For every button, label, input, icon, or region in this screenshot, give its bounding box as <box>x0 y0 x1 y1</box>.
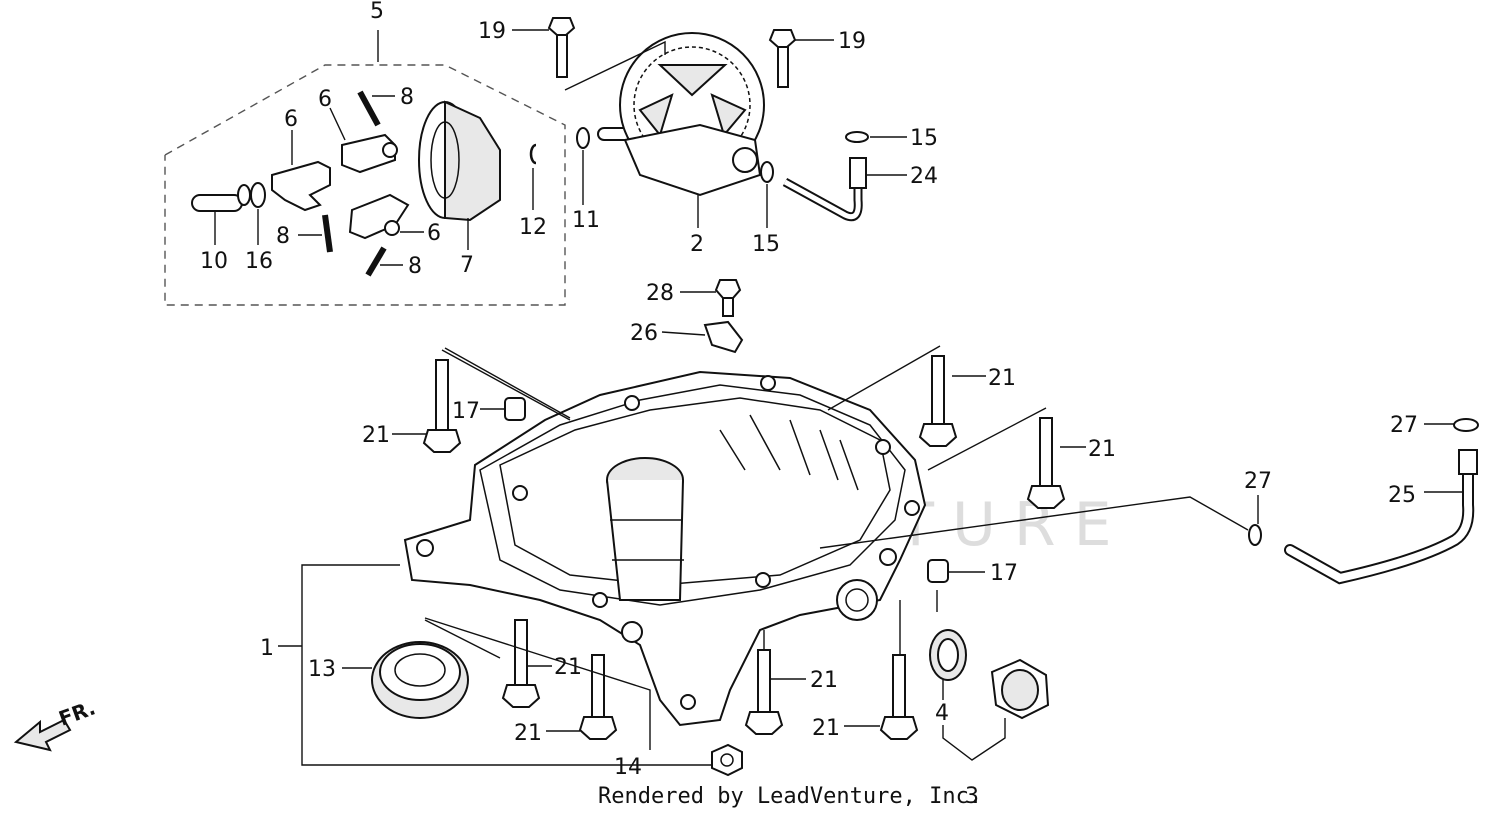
callout-21d: 21 <box>554 655 582 680</box>
callout-6a: 6 <box>318 87 332 112</box>
bolt-part-21c <box>1026 417 1086 509</box>
clip-part-27a <box>1424 418 1479 432</box>
callout-21f: 21 <box>810 668 838 693</box>
callout-4: 4 <box>935 701 949 726</box>
bolt-part-21f <box>744 649 806 735</box>
callout-21b: 21 <box>988 366 1016 391</box>
front-direction-label: FR. <box>56 695 99 730</box>
o-ring-part-15a <box>845 131 907 143</box>
leader-21c <box>927 407 1047 471</box>
leader-tube-connection <box>819 496 1249 549</box>
callout-27a: 27 <box>1390 413 1418 438</box>
subassembly-frame <box>164 64 566 306</box>
bolt-part-21g <box>844 654 919 740</box>
governor-arm-part-6c <box>348 193 424 240</box>
pin-part-8b <box>298 214 333 253</box>
leader-21a <box>444 347 571 419</box>
callout-6b: 6 <box>284 107 298 132</box>
callout-25: 25 <box>1388 483 1416 508</box>
bracket-1 <box>301 564 655 766</box>
callout-3: 3 <box>965 784 979 809</box>
bracket-19 <box>564 40 666 91</box>
governor-shaft-part-10 <box>191 184 251 245</box>
dowel-pin-part-17b <box>927 559 985 612</box>
governor-arm-part-6b <box>329 107 398 174</box>
washer-part-4 <box>929 629 967 700</box>
callout-21g: 21 <box>812 716 840 741</box>
clip-part-12 <box>529 143 537 210</box>
callout-14: 14 <box>614 755 642 780</box>
bracket-3 <box>942 718 1006 761</box>
pin-part-8c <box>365 246 403 277</box>
callout-5: 5 <box>370 0 384 24</box>
bracket-21a <box>441 349 571 421</box>
callout-13: 13 <box>308 657 336 682</box>
callout-11: 11 <box>572 208 600 233</box>
bolt-part-21e <box>546 654 618 740</box>
callout-27b: 27 <box>1244 469 1272 494</box>
leader-21b <box>827 345 941 411</box>
callout-8a: 8 <box>400 85 414 110</box>
callout-21c: 21 <box>1088 437 1116 462</box>
callout-8b: 8 <box>276 224 290 249</box>
callout-26: 26 <box>630 321 658 346</box>
callout-12: 12 <box>519 215 547 240</box>
bolt-part-19a <box>512 17 576 78</box>
governor-gear-part-7 <box>418 100 501 250</box>
bracket-13 <box>424 619 501 659</box>
callout-17a: 17 <box>452 399 480 424</box>
callout-17b: 17 <box>990 561 1018 586</box>
bolt-part-21d <box>501 619 552 708</box>
bolt-part-21a <box>392 359 462 453</box>
callout-19a: 19 <box>478 19 506 44</box>
callout-10: 10 <box>200 249 228 274</box>
bolt-part-19b <box>768 29 834 88</box>
callout-15a: 15 <box>910 126 938 151</box>
callout-1: 1 <box>260 636 274 661</box>
pin-part-8a <box>357 90 395 127</box>
bolt-part-21b <box>918 355 986 447</box>
breather-tube-part-25 <box>1284 449 1478 585</box>
callout-2: 2 <box>690 232 704 257</box>
governor-arm-part-6a <box>271 130 331 212</box>
callout-15b: 15 <box>752 232 780 257</box>
oil-tube-part-24 <box>782 157 907 222</box>
credit-text: Rendered by LeadVenture, Inc. <box>598 784 982 809</box>
bracket-21de <box>424 617 651 750</box>
callout-19b: 19 <box>838 29 866 54</box>
clamp-part-26 <box>661 320 744 354</box>
callout-7: 7 <box>460 253 474 278</box>
callout-8c: 8 <box>408 254 422 279</box>
callout-16: 16 <box>245 249 273 274</box>
washer-part-11 <box>576 127 590 205</box>
drain-plug-part-3 <box>990 658 1050 720</box>
callout-28: 28 <box>646 281 674 306</box>
callout-6c: 6 <box>427 221 441 246</box>
nut-part-14 <box>711 743 743 777</box>
callout-24: 24 <box>910 164 938 189</box>
front-direction-arrow: FR. <box>13 695 99 752</box>
oil-seal-part-13 <box>342 641 469 719</box>
bolt-part-28 <box>680 279 742 317</box>
callout-21a: 21 <box>362 423 390 448</box>
crankcase-cover-part-1 <box>403 370 927 727</box>
clip-part-27b <box>1248 495 1262 546</box>
o-ring-part-15b <box>760 161 774 228</box>
callout-21e: 21 <box>514 721 542 746</box>
washer-part-16 <box>250 182 266 245</box>
oil-pump-part-2 <box>597 32 765 228</box>
dowel-pin-part-17a <box>480 397 526 421</box>
